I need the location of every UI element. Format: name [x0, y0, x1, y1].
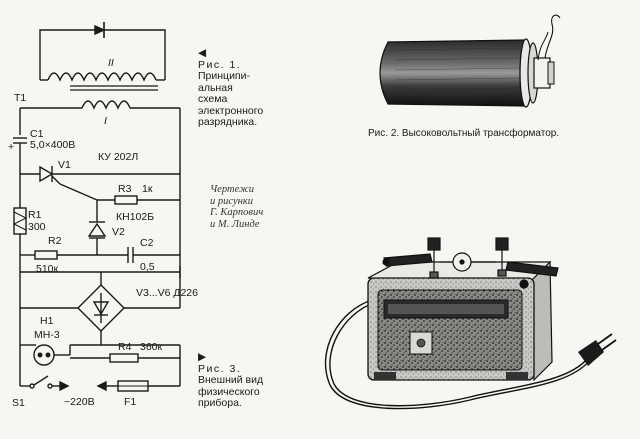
secondary-winding	[39, 22, 166, 82]
fig2-caption: Рис. 2. Высоковольтный трансформатор.	[368, 128, 559, 140]
s1-label: S1	[12, 397, 25, 409]
r2-label: R2	[48, 235, 62, 247]
v2-type: КН102Б	[116, 211, 154, 223]
winding-ii-label: II	[108, 57, 114, 69]
fig1-line-5: электронного	[198, 104, 264, 117]
h1-label: H1	[40, 315, 54, 327]
switch-s1	[29, 375, 53, 389]
v1-type: КУ 202Л	[98, 151, 138, 163]
thyristor-v1	[39, 165, 61, 185]
primary-winding	[20, 100, 180, 110]
diode-bridge	[77, 284, 125, 332]
dinistor-v2	[87, 221, 107, 239]
fig1-line-1: Рис. 1.	[198, 58, 242, 71]
bridge-label: V3...V6 Д226	[136, 287, 198, 299]
c1-label: C1	[30, 128, 44, 140]
fig3-marker: ▶	[198, 351, 207, 363]
r3-label: R3	[118, 183, 132, 195]
fig1-line-4: схема	[198, 93, 228, 105]
fig3-line-1: Рис. 3.	[198, 362, 242, 375]
capacitor-c1	[13, 137, 27, 144]
c1-value: 5,0×400В	[30, 139, 75, 151]
plus-sign: +	[8, 141, 14, 153]
credits-line-3: Г. Карпович	[210, 207, 264, 218]
r4-label: R4	[118, 341, 132, 353]
credits-line-4: и М. Линде	[210, 218, 260, 230]
t1-label: T1	[14, 92, 26, 104]
fig3-line-2: Внешний вид	[198, 374, 264, 386]
h1-type: МН-3	[34, 329, 60, 341]
r3-value: 1к	[142, 183, 153, 195]
r4-value: 360к	[140, 341, 163, 353]
resistor-r2	[34, 250, 58, 260]
r1-value: 300	[28, 221, 46, 233]
capacitor-c2	[127, 247, 134, 263]
fig3-caption: ▶ Рис. 3. Внешний вид физического прибор…	[198, 351, 264, 410]
v2-label: V2	[112, 226, 125, 238]
v1-label: V1	[58, 159, 71, 171]
fig3-line-3: физического	[198, 385, 260, 398]
resistor-r4	[109, 353, 139, 363]
fig1-line-6: разрядника.	[198, 116, 258, 128]
fig2-text: Рис. 2. Высоковольтный трансформатор.	[368, 128, 560, 139]
mains-label: ~220В	[64, 396, 95, 408]
resistor-r3	[114, 195, 138, 205]
f1-label: F1	[124, 396, 136, 408]
credits-line-2: и рисунки	[210, 195, 253, 207]
c2-label: C2	[140, 237, 154, 249]
c2-value: 0,5	[140, 261, 155, 273]
neon-lamp-h1	[33, 344, 55, 366]
fig1-line-3: альная	[198, 81, 233, 94]
winding-i-label: I	[104, 115, 107, 127]
fig3-line-4: прибора.	[198, 397, 242, 409]
fig1-marker: ◀	[198, 47, 207, 59]
credits: Чертежи и рисунки Г. Карпович и М. Линде	[210, 184, 263, 230]
fig1-line-2: Принципи-	[198, 70, 250, 82]
fig1-caption: ◀ Рис. 1. Принципи- альная схема электро…	[198, 47, 264, 129]
credits-line-1: Чертежи	[210, 184, 255, 195]
r1-label: R1	[28, 209, 42, 221]
r2-value: 510к	[36, 263, 59, 275]
